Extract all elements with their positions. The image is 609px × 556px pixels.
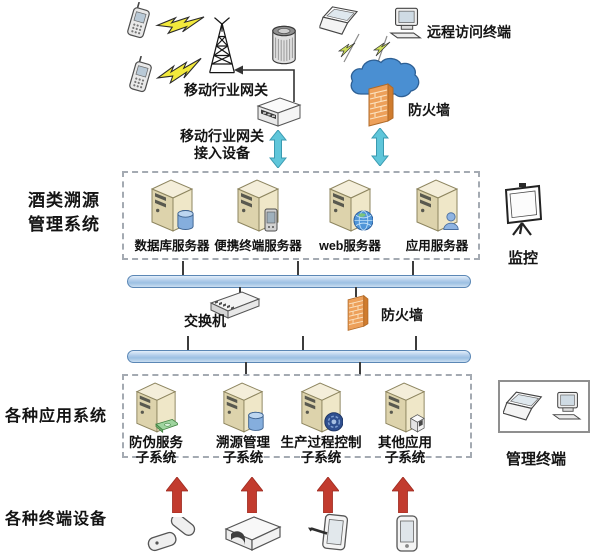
scanner-icon xyxy=(222,512,284,554)
bus-connector-line xyxy=(359,362,361,375)
mobile-phone-icon xyxy=(128,56,156,94)
desktop-computer-icon xyxy=(550,391,586,423)
bus-connector-line xyxy=(182,261,184,276)
down-up-arrow-icon xyxy=(269,130,287,168)
other-apps-subsystem: 其他应用 子系统 xyxy=(350,380,460,465)
bus-connector-line xyxy=(239,287,241,295)
traceability-subsystem: 溯源管理 子系统 xyxy=(188,380,298,465)
database-server: 数据库服务器 xyxy=(117,177,227,254)
web-server: web服务器 xyxy=(295,177,405,254)
management-terminal-label: 管理终端 xyxy=(506,451,567,468)
server-icon xyxy=(235,177,281,232)
disc-icon xyxy=(324,411,343,432)
subsystem-label: 溯源管理 子系统 xyxy=(216,435,270,465)
subsystem-label: 其他应用 子系统 xyxy=(378,435,432,465)
server-icon xyxy=(149,177,194,233)
remote-terminal-label: 远程访问终端 xyxy=(427,24,511,40)
subsystem-server-icon xyxy=(383,380,425,433)
database-icon xyxy=(248,411,264,431)
subsystem-server-icon xyxy=(221,380,264,434)
handheld-icon xyxy=(264,208,278,232)
server-zone-box xyxy=(122,171,480,260)
bus-connector-line xyxy=(297,261,299,276)
gateway-cylinder-icon xyxy=(270,23,298,67)
switch-label: 交换机 xyxy=(184,313,226,329)
bus-connector-line xyxy=(302,336,304,351)
database-icon xyxy=(177,210,194,231)
monitor-screen-icon xyxy=(502,183,544,237)
globe-icon xyxy=(353,210,373,231)
pda-icon xyxy=(391,514,423,554)
device-icon xyxy=(410,414,425,433)
wireless-link-icon xyxy=(337,33,391,63)
firewall-icon xyxy=(345,294,371,332)
firewall-label: 防火墙 xyxy=(408,102,450,118)
subsystem-label: 防伪服务 子系统 xyxy=(129,435,183,465)
up-arrow-icon xyxy=(317,477,339,513)
access-device-label: 移动行业网关 接入设备 xyxy=(180,128,264,161)
server-label: 数据库服务器 xyxy=(134,239,210,253)
management-terminal-box xyxy=(498,380,590,433)
server-label: 应用服务器 xyxy=(405,239,469,253)
bus-connector-line xyxy=(412,261,414,276)
down-up-arrow-icon xyxy=(371,128,389,166)
laptop-icon xyxy=(503,390,547,423)
firewall-label: 防火墙 xyxy=(381,307,423,323)
bus-connector-line xyxy=(355,287,357,297)
bus-connector-line xyxy=(245,362,247,375)
bus-connector-line xyxy=(187,336,189,351)
subsystem-zone-box xyxy=(122,374,472,458)
mobile-gateway-label: 移动行业网关 xyxy=(184,82,268,98)
up-arrow-icon xyxy=(241,477,263,513)
lightning-bolt-icon xyxy=(154,10,207,42)
network-bus xyxy=(127,350,471,363)
app-systems-label: 各种应用系统 xyxy=(5,408,108,425)
system-title-label: 酒类溯源 管理系统 xyxy=(28,191,100,234)
subsystem-label: 生产过程控制 子系统 xyxy=(280,435,362,465)
application-server: 应用服务器 xyxy=(382,177,492,254)
monitor-label: 监控 xyxy=(508,250,539,267)
up-arrow-icon xyxy=(166,477,188,513)
terminal-devices-label: 各种终端设备 xyxy=(5,511,108,528)
handheld-tablet-icon xyxy=(308,513,350,553)
process-control-subsystem: 生产过程控制 子系统 xyxy=(266,380,376,465)
server-label: 便携终端服务器 xyxy=(214,239,302,253)
bus-connector-line xyxy=(415,336,417,351)
server-icon xyxy=(327,177,373,233)
access-device-icon xyxy=(255,96,303,128)
firewall-icon xyxy=(365,82,397,128)
subsystem-server-icon xyxy=(134,380,178,433)
subsystem-server-icon xyxy=(299,380,343,434)
portable-terminal-server: 便携终端服务器 xyxy=(203,177,313,254)
flip-phone-icon xyxy=(146,517,202,553)
server-icon xyxy=(414,177,459,233)
gateway-connector-line xyxy=(234,65,295,102)
server-label: web服务器 xyxy=(319,239,381,253)
mobile-phone-icon xyxy=(126,2,154,40)
up-arrow-icon xyxy=(392,477,414,513)
network-bus xyxy=(127,275,471,288)
anti-counterfeit-subsystem: 防伪服务 子系统 xyxy=(101,380,211,465)
